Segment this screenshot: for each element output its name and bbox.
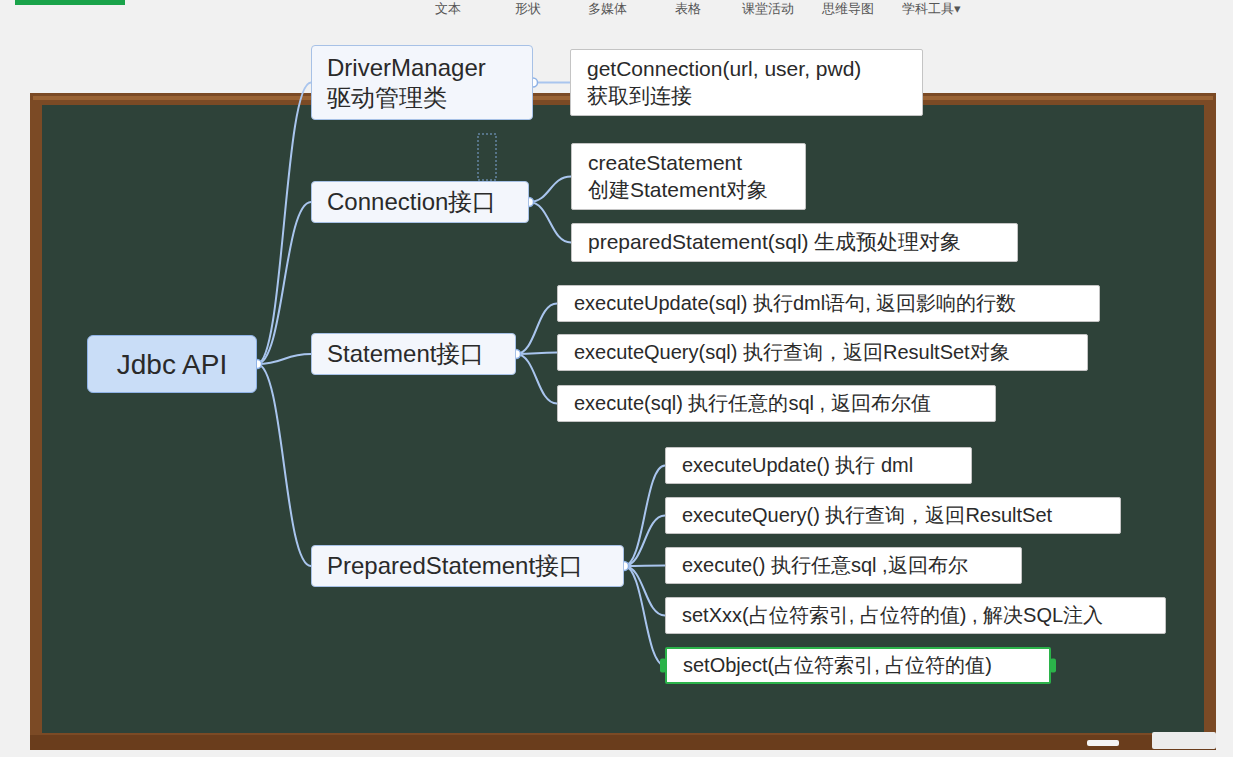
leaf-topic: executeQuery(sql) 执行查询，返回ResultSet对象	[557, 334, 1088, 371]
topic-text: preparedStatement(sql) 生成预处理对象	[588, 229, 961, 255]
branch-line	[624, 516, 665, 567]
drag-guide	[478, 134, 496, 180]
topic-text: DriverManager 驱动管理类	[327, 53, 517, 113]
branch-topic: DriverManager 驱动管理类	[311, 45, 533, 120]
branch-line	[516, 354, 557, 404]
toolbar-label: 思维导图	[822, 0, 874, 18]
topic-text: getConnection(url, user, pwd) 获取到连接	[587, 56, 906, 109]
toolbar-label: 学科工具▾	[902, 0, 961, 18]
branch-line	[516, 353, 557, 355]
toolbar-label: 多媒体	[588, 0, 627, 18]
toolbar-label: 文本	[435, 0, 461, 18]
chalk-ledge	[30, 735, 1216, 750]
branch-line	[257, 202, 311, 364]
toolbar-label: 表格	[675, 0, 701, 18]
branch-line	[516, 304, 557, 355]
branch-topic: PreparedStatement接口	[311, 545, 624, 587]
leaf-topic: executeUpdate() 执行 dml	[665, 447, 972, 484]
branch-line	[257, 354, 311, 364]
branch-line	[624, 566, 665, 666]
topic-text: PreparedStatement接口	[327, 551, 583, 581]
toolbar-label: 课堂活动	[742, 0, 794, 18]
branch-line	[257, 364, 311, 566]
topic-text: Connection接口	[327, 187, 496, 217]
topic-text: execute(sql) 执行任意的sql , 返回布尔值	[574, 391, 931, 416]
branch-line	[533, 82, 570, 84]
topic-text: createStatement 创建Statement对象	[588, 150, 789, 203]
branch-line	[529, 177, 571, 203]
board-frame	[30, 93, 1216, 750]
topic-text: executeQuery(sql) 执行查询，返回ResultSet对象	[574, 340, 1010, 365]
toolbar-button	[15, 0, 125, 5]
toolbar-label: 形状	[515, 0, 541, 18]
topic-text: execute() 执行任意sql ,返回布尔	[682, 553, 968, 578]
branch-line	[529, 202, 571, 243]
leaf-topic: createStatement 创建Statement对象	[571, 143, 806, 210]
branch-line	[624, 566, 665, 616]
eraser	[1152, 732, 1216, 749]
leaf-topic: setXxx(占位符索引, 占位符的值) , 解决SQL注入	[665, 597, 1166, 634]
leaf-topic: execute() 执行任意sql ,返回布尔	[665, 547, 1022, 584]
branch-topic: Connection接口	[311, 181, 529, 223]
topic-text: executeUpdate() 执行 dml	[682, 453, 913, 478]
leaf-topic: executeQuery() 执行查询，返回ResultSet	[665, 497, 1121, 534]
topic-text: executeQuery() 执行查询，返回ResultSet	[682, 503, 1052, 528]
leaf-topic: executeUpdate(sql) 执行dml语句, 返回影响的行数	[557, 285, 1100, 322]
topic-text: executeUpdate(sql) 执行dml语句, 返回影响的行数	[574, 291, 1016, 316]
topic-text: Statement接口	[327, 339, 484, 369]
leaf-topic: preparedStatement(sql) 生成预处理对象	[571, 223, 1018, 262]
leaf-topic: execute(sql) 执行任意的sql , 返回布尔值	[557, 385, 996, 422]
branch-line	[624, 466, 665, 567]
chalk	[1087, 740, 1119, 746]
leaf-topic: getConnection(url, user, pwd) 获取到连接	[570, 49, 923, 116]
branch-topic: Statement接口	[311, 333, 516, 375]
branch-line	[257, 83, 311, 365]
root-topic: Jdbc API	[87, 335, 257, 393]
board-surface	[42, 105, 1204, 733]
topic-text: setObject(占位符索引, 占位符的值)	[683, 653, 992, 678]
topic-text: Jdbc API	[117, 347, 228, 382]
topic-text: setXxx(占位符索引, 占位符的值) , 解决SQL注入	[682, 603, 1103, 628]
selected-topic: setObject(占位符索引, 占位符的值)	[665, 647, 1051, 684]
